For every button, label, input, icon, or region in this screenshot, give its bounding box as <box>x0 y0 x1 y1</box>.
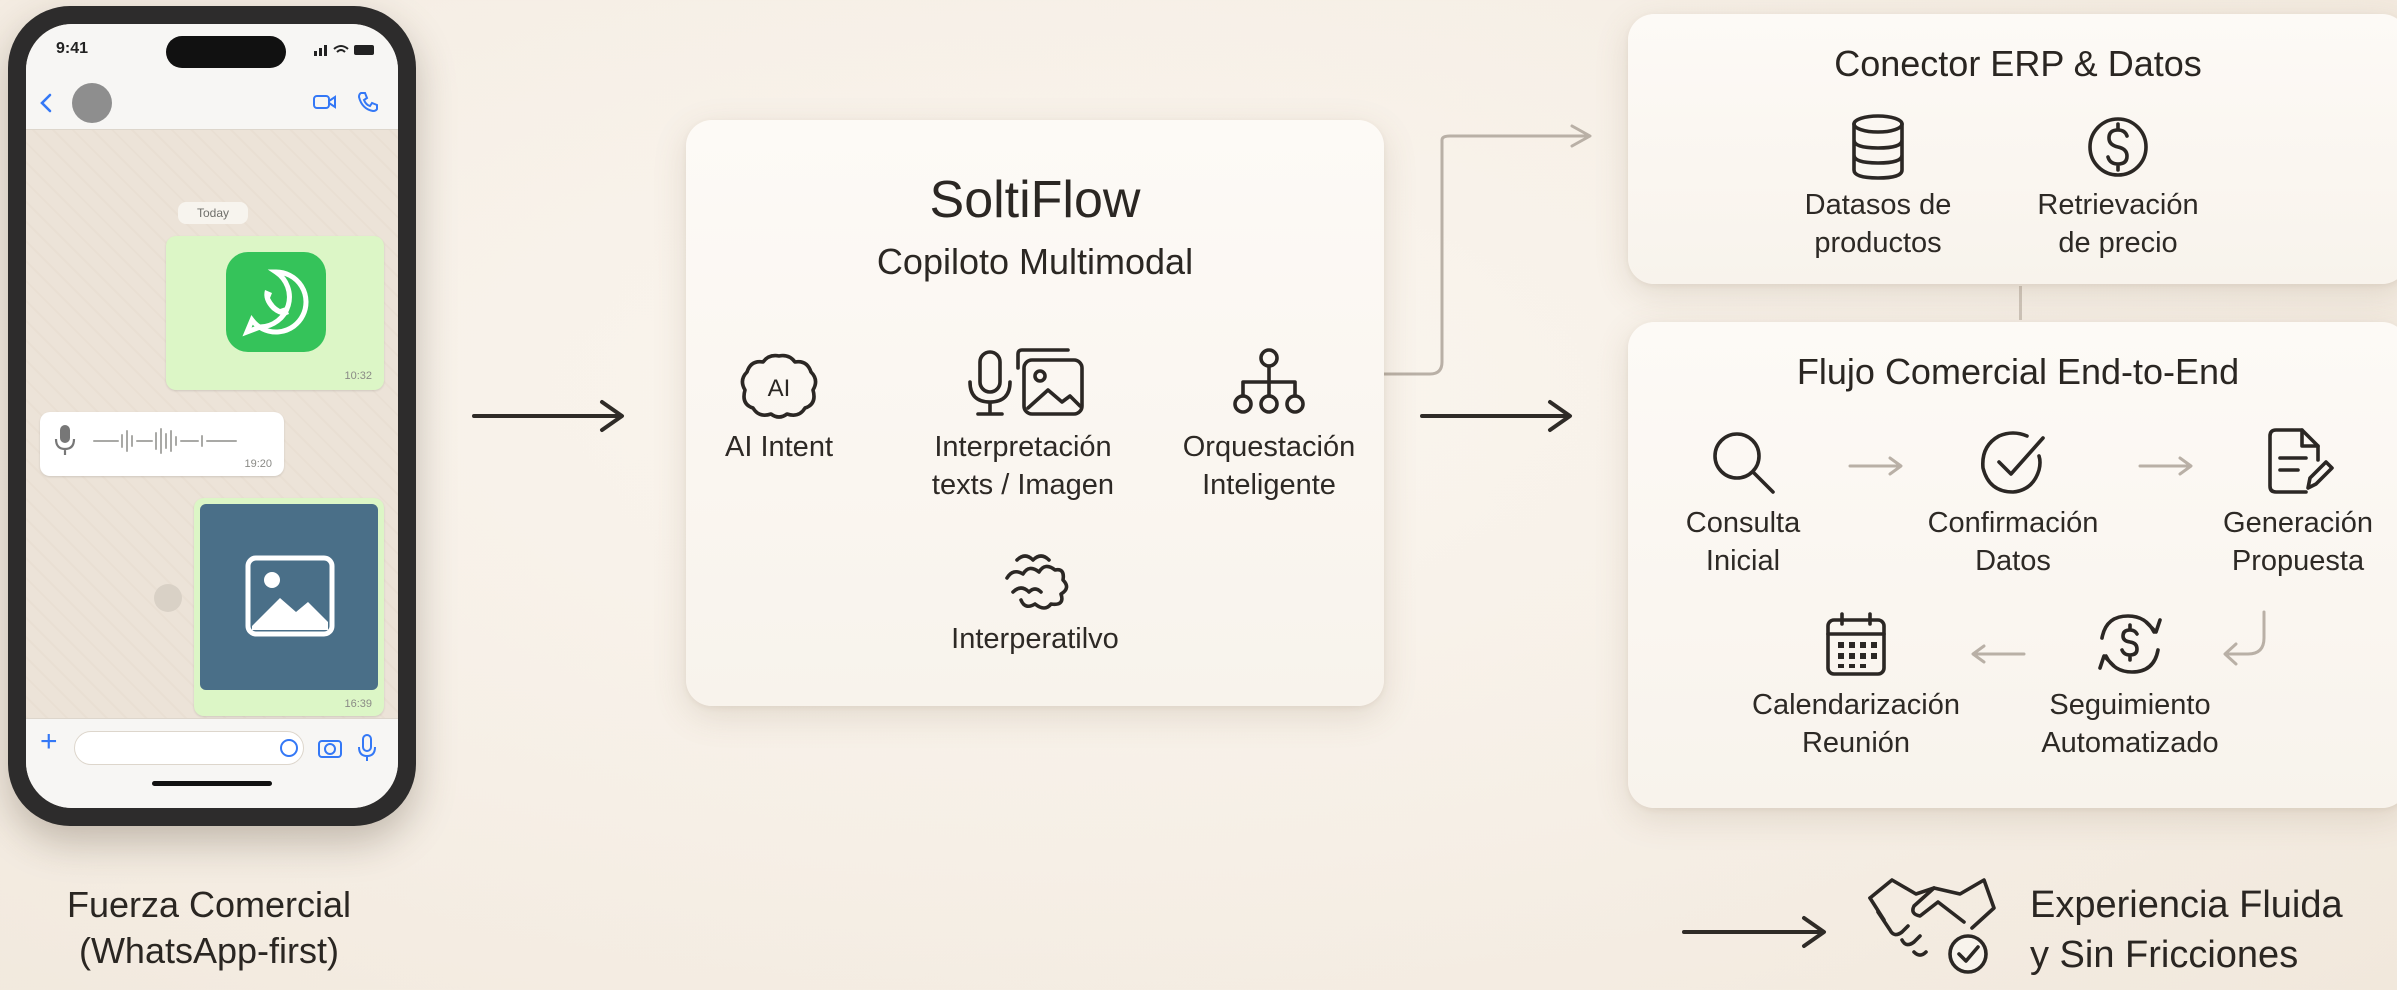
message-time: 16:39 <box>344 698 372 710</box>
flow-arrow-right <box>2138 456 2193 476</box>
flow-step-label-line1: Confirmación <box>1927 507 2099 539</box>
feature-ai-intent: AI AI Intent <box>704 350 854 466</box>
message-input[interactable] <box>74 731 304 765</box>
message-time: 10:32 <box>344 370 372 382</box>
feature-label-line1: Interpretación <box>934 431 1112 463</box>
flow-step-label-line2: Datos <box>1975 545 2051 577</box>
flow-title: Flujo Comercial End-to-End <box>1796 351 2240 392</box>
copilot-subtitle: Copiloto Multimodal <box>876 241 1194 282</box>
handshake-check-icon <box>1868 878 1996 974</box>
feature-label-line2: Inteligente <box>1202 469 1336 501</box>
flow-step-label-line2: Inicial <box>1705 545 1781 577</box>
flow-step-generacion: Generación Propuesta <box>2188 426 2397 580</box>
arrow-to-experience <box>1682 916 1826 948</box>
check-circle-icon <box>1981 431 2045 494</box>
erp-item-database: Datasos de productos <box>1758 112 1998 262</box>
arrow-copilot-to-erp <box>1382 124 1592 376</box>
feature-interperativo: Interperatilvo <box>910 548 1160 658</box>
message-input-bar: + <box>26 718 398 808</box>
erp-item-price: Retrievación de precio <box>1998 112 2238 262</box>
erp-item-label-line1: Retrievación <box>2037 189 2199 221</box>
flow-step-seguimiento: Seguimiento Automatizado <box>2020 608 2240 762</box>
feature-label: AI Intent <box>724 431 833 463</box>
date-chip: Today <box>178 202 248 224</box>
erp-title: Conector ERP & Datos <box>1834 43 2202 84</box>
flow-arrow-right <box>1848 456 1903 476</box>
ai-badge-text: AI <box>768 375 791 402</box>
dollar-icon <box>2088 117 2148 177</box>
flow-arrow-return <box>2223 610 2266 666</box>
whatsapp-logo-icon <box>226 252 326 352</box>
plus-icon[interactable]: + <box>40 725 58 758</box>
mic-image-icon <box>968 348 1084 416</box>
chat-message-image[interactable]: 16:39 <box>194 498 384 716</box>
forward-icon[interactable] <box>154 584 182 612</box>
camera-icon[interactable] <box>316 735 344 761</box>
erp-card: Conector ERP & Datos Datasos de producto… <box>1628 14 2397 284</box>
erp-item-label-line2: de precio <box>2058 227 2178 259</box>
dynamic-island <box>166 36 286 68</box>
feature-label: Interperatilvo <box>951 623 1119 655</box>
flow-step-confirmacion: Confirmación Datos <box>1893 426 2133 580</box>
erp-item-label-line2: productos <box>1814 227 1942 259</box>
arrow-phone-to-copilot <box>472 400 624 432</box>
phone-call-icon[interactable] <box>356 90 380 114</box>
phone-screen: 9:41 Today <box>26 24 398 808</box>
phone-caption-line2: (WhatsApp-first) <box>78 930 340 971</box>
copilot-card: SoltiFlow Copiloto Multimodal AI AI Inte… <box>686 120 1384 706</box>
status-time: 9:41 <box>56 40 89 57</box>
status-bar: 9:41 <box>26 24 398 76</box>
feature-label-line1: Orquestación <box>1182 431 1356 463</box>
connector-erp-flow <box>2019 286 2022 320</box>
feature-interpretacion: Interpretación texts / Imagen <box>908 346 1138 504</box>
flow-step-label-line2: Propuesta <box>2231 545 2365 577</box>
flow-step-label-line2: Automatizado <box>2041 727 2219 759</box>
experience-line1: Experiencia Fluida <box>2030 884 2343 926</box>
feature-label-line2: texts / Imagen <box>931 469 1115 501</box>
message-time: 19:20 <box>244 458 272 470</box>
phone-mockup: 9:41 Today <box>8 6 416 826</box>
phone-caption-line1: Fuerza Comercial <box>66 884 352 925</box>
waveform[interactable] <box>90 424 240 458</box>
feature-orquestacion: Orquestación Inteligente <box>1164 346 1374 504</box>
copilot-title: SoltiFlow <box>929 171 1141 229</box>
dollar-refresh-icon <box>2098 614 2162 674</box>
ai-brain-icon: AI <box>740 353 818 419</box>
flow-arrow-left <box>1971 644 2026 664</box>
image-attachment[interactable] <box>200 504 378 690</box>
chat-message-voice[interactable]: 19:20 <box>40 412 284 476</box>
erp-item-label-line1: Datasos de <box>1804 189 1952 221</box>
arrow-copilot-to-flow <box>1420 400 1572 432</box>
document-pen-icon <box>2268 428 2334 494</box>
experience-text: Experiencia Fluida y Sin Fricciones <box>2030 880 2397 980</box>
flow-card: Flujo Comercial End-to-End Consulta Inic… <box>1628 322 2397 808</box>
flow-step-label-line2: Reunión <box>1801 727 1911 759</box>
search-icon <box>1713 432 1775 494</box>
image-icon <box>245 555 335 637</box>
hierarchy-icon <box>1233 348 1305 414</box>
chat-header <box>26 76 398 130</box>
chat-message-logo[interactable]: 10:32 <box>166 236 384 390</box>
status-icons <box>314 45 374 56</box>
home-indicator <box>152 781 272 786</box>
calendar-icon <box>1826 612 1886 676</box>
flow-step-label-line1: Calendarización <box>1752 689 1960 721</box>
flow-step-calendarizacion: Calendarización Reunión <box>1736 608 1976 762</box>
flow-step-label-line1: Seguimiento <box>2049 689 2211 721</box>
scribble-icon <box>1005 554 1069 610</box>
flow-step-label-line1: Consulta <box>1685 507 1801 539</box>
sticker-icon[interactable] <box>278 737 300 759</box>
avatar[interactable] <box>72 83 112 123</box>
mic-input-icon[interactable] <box>356 733 378 763</box>
flow-step-consulta: Consulta Inicial <box>1648 426 1838 580</box>
mic-icon[interactable] <box>52 422 78 458</box>
flow-step-label-line1: Generación <box>2223 507 2373 539</box>
video-call-icon[interactable] <box>312 92 338 112</box>
database-icon <box>1852 114 1904 180</box>
phone-caption: Fuerza Comercial (WhatsApp-first) <box>0 882 418 974</box>
back-chevron-icon[interactable] <box>38 92 54 114</box>
experience-line2: y Sin Fricciones <box>2030 934 2299 976</box>
